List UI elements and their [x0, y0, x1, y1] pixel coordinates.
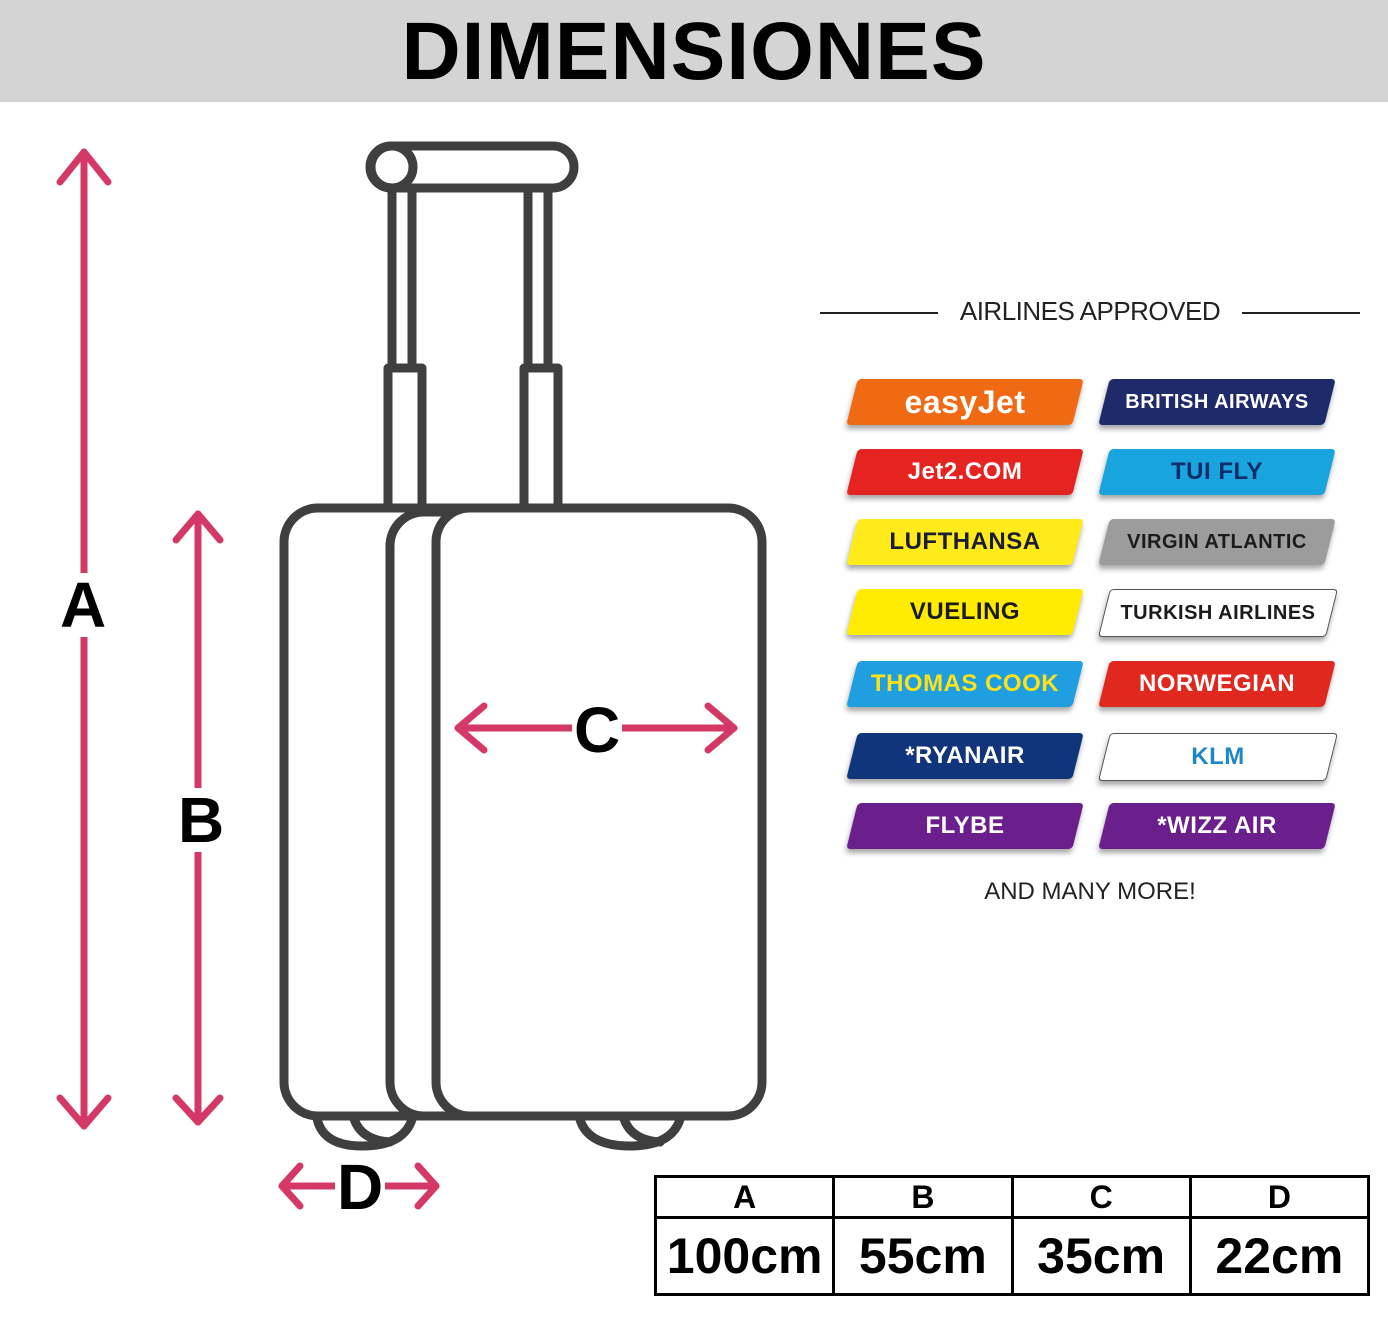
table-values-row: 100cm 55cm 35cm 22cm — [653, 1216, 1371, 1296]
heading-rule-left — [820, 312, 938, 314]
dimension-label-d: D — [335, 1151, 386, 1223]
handle-rod-right-upper — [523, 183, 553, 373]
airline-badge-label: TURKISH AIRLINES — [1120, 601, 1316, 624]
dimensions-table: A B C D 100cm 55cm 35cm 22cm — [653, 1175, 1371, 1296]
airline-badge: BRITISH AIRWAYS — [1098, 379, 1336, 425]
airline-badge-label: Jet2.COM — [907, 458, 1023, 485]
airlines-heading-text: AIRLINES APPROVED — [959, 296, 1221, 326]
table-header-cell: C — [1010, 1175, 1192, 1219]
airline-badge: TURKISH AIRLINES — [1098, 589, 1338, 637]
arrow-a-head-top — [56, 148, 112, 186]
airline-badge-label: easyJet — [904, 383, 1026, 420]
title-bar: DIMENSIONES — [0, 0, 1388, 102]
arrow-c-head-left — [454, 702, 488, 754]
handle-rod-left-upper — [387, 183, 417, 373]
table-value-cell: 35cm — [1010, 1216, 1192, 1296]
arrow-b-head-top — [172, 510, 224, 544]
airline-badge: *RYANAIR — [846, 733, 1084, 779]
arrow-d-head-left — [278, 1162, 304, 1210]
page-title: DIMENSIONES — [401, 6, 987, 97]
airline-badge: TUI FLY — [1098, 449, 1336, 495]
arrow-b-head-bottom — [172, 1094, 224, 1126]
table-header-cell: B — [832, 1175, 1014, 1219]
airline-badge-label: KLM — [1191, 743, 1245, 770]
table-value-cell: 22cm — [1188, 1216, 1371, 1296]
airline-badge: FLYBE — [846, 803, 1084, 849]
airline-badge-label: LUFTHANSA — [889, 528, 1041, 555]
table-value-cell: 55cm — [832, 1216, 1014, 1296]
airline-badge: Jet2.COM — [846, 449, 1084, 495]
handle-grip-end — [366, 141, 418, 193]
arrow-d-head-right — [414, 1162, 440, 1210]
airline-badge-label: TUI FLY — [1171, 458, 1263, 485]
dimension-label-c: C — [572, 694, 623, 766]
airline-badge-label: *WIZZ AIR — [1157, 812, 1277, 839]
dimension-label-b: B — [176, 784, 227, 856]
dimension-label-a: A — [58, 569, 109, 641]
airline-badge: NORWEGIAN — [1098, 661, 1336, 707]
table-header-row: A B C D — [653, 1175, 1371, 1219]
airline-badge: VUELING — [846, 589, 1084, 635]
table-header-cell: D — [1188, 1175, 1371, 1219]
airline-badge: KLM — [1098, 733, 1338, 781]
airline-badge: THOMAS COOK — [846, 661, 1084, 707]
airline-badge-label: NORWEGIAN — [1138, 670, 1296, 697]
arrow-c-head-right — [704, 702, 738, 754]
airline-badge-label: *RYANAIR — [905, 742, 1025, 769]
arrow-a-head-bottom — [56, 1094, 112, 1130]
airline-badge-label: VIRGIN ATLANTIC — [1127, 530, 1307, 553]
airline-badge-label: THOMAS COOK — [870, 670, 1060, 697]
airline-badge-label: VUELING — [909, 598, 1021, 625]
airline-badge: easyJet — [846, 379, 1084, 425]
handle-rod-left-lower — [383, 363, 427, 513]
airline-badge: *WIZZ AIR — [1098, 803, 1336, 849]
airline-badge-label: FLYBE — [925, 812, 1005, 839]
table-value-cell: 100cm — [653, 1216, 836, 1296]
airlines-heading: AIRLINES APPROVED — [820, 296, 1360, 327]
airline-badge: VIRGIN ATLANTIC — [1098, 519, 1336, 565]
table-header-cell: A — [653, 1175, 836, 1219]
suitcase-front-panel — [431, 503, 767, 1121]
heading-rule-right — [1242, 312, 1360, 314]
airline-badge: LUFTHANSA — [846, 519, 1084, 565]
airline-badge-label: BRITISH AIRWAYS — [1125, 390, 1309, 413]
handle-rod-right-lower — [519, 363, 563, 513]
suitcase-icon — [279, 141, 767, 1151]
airlines-footer: AND MANY MORE! — [984, 878, 1196, 905]
